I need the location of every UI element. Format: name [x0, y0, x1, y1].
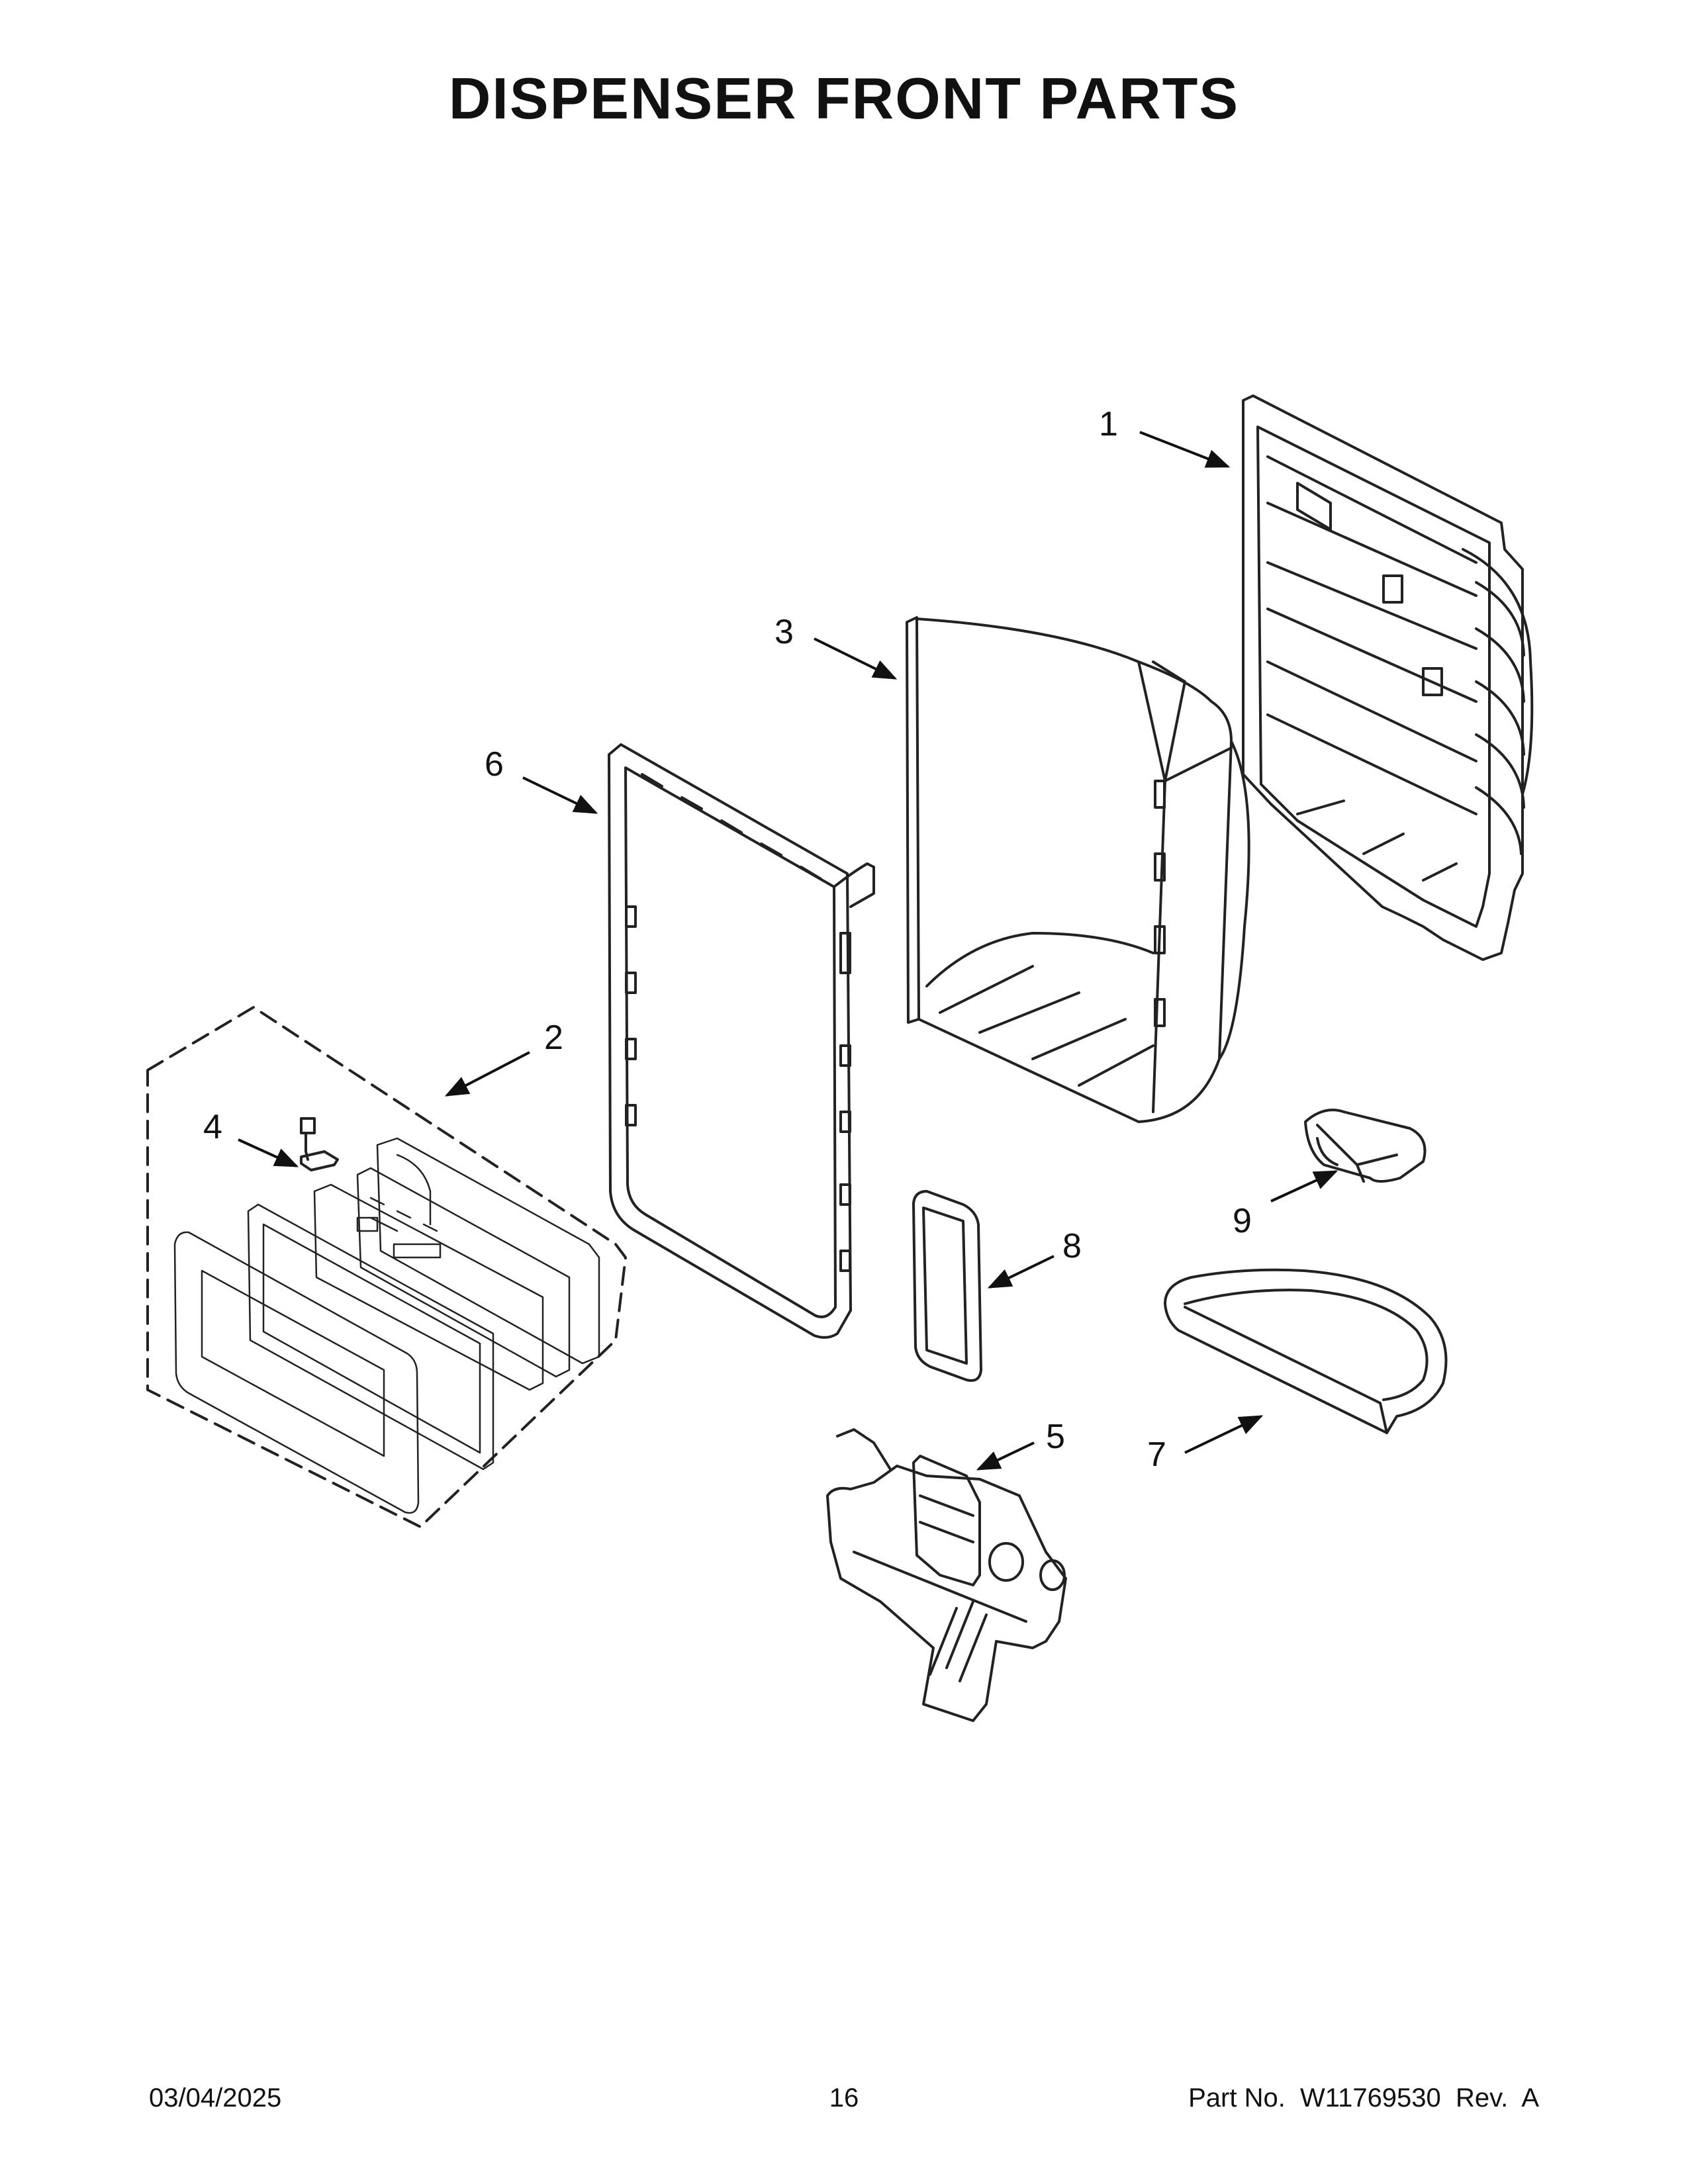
- page-title: DISPENSER FRONT PARTS: [448, 66, 1240, 131]
- part-3-chute: [906, 616, 1250, 1123]
- callout-4: 4: [203, 1108, 222, 1146]
- footer-date: 03/04/2025: [149, 2083, 282, 2113]
- part-4-connector: [300, 1117, 339, 1171]
- arrow-9: [1270, 1170, 1338, 1203]
- part-6-frame: [608, 743, 875, 1339]
- arrow-6: [522, 776, 598, 814]
- arrow-4: [238, 1138, 299, 1167]
- part-2-control-assembly: [146, 1006, 627, 1528]
- callout-3: 3: [774, 613, 794, 651]
- callout-2: 2: [544, 1019, 563, 1057]
- callout-8: 8: [1062, 1227, 1082, 1265]
- footer-part-number: Part No. W11769530 Rev. A: [1188, 2083, 1539, 2113]
- part-7-drip-tray: [1164, 1268, 1448, 1434]
- arrow-3: [814, 637, 898, 680]
- callout-9: 9: [1233, 1202, 1252, 1240]
- callout-6: 6: [485, 745, 504, 784]
- callout-1: 1: [1099, 405, 1118, 443]
- callout-labels: 1 2 3 4 5 6 7 8 9: [203, 405, 1252, 1474]
- part-1-dispenser-housing: [1242, 394, 1534, 961]
- footer-page-number: 16: [829, 2083, 859, 2113]
- arrow-1: [1139, 431, 1231, 468]
- arrow-7: [1184, 1415, 1264, 1454]
- arrow-8: [987, 1255, 1055, 1289]
- arrow-5: [976, 1441, 1035, 1471]
- part-5-actuator: [826, 1428, 1067, 1722]
- part-9-cup: [1304, 1109, 1427, 1183]
- callout-7: 7: [1147, 1435, 1166, 1474]
- part-8-pad: [912, 1190, 982, 1382]
- arrow-2: [444, 1051, 530, 1097]
- callout-arrows: [238, 431, 1338, 1471]
- callout-5: 5: [1046, 1418, 1065, 1456]
